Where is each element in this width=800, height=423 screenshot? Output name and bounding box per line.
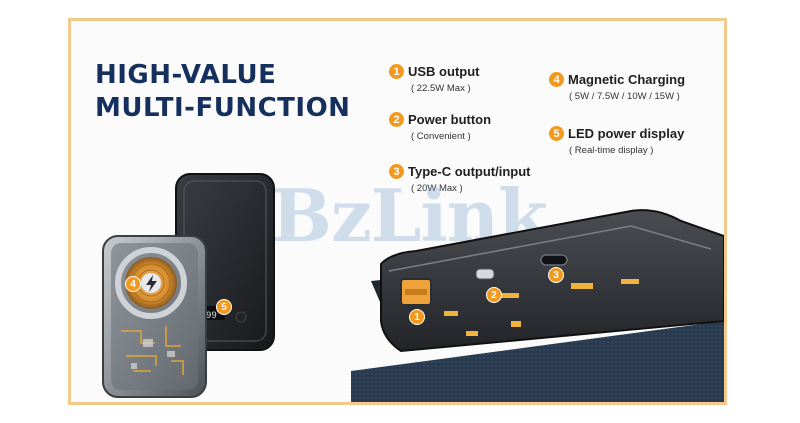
usb-c-port (540, 254, 568, 266)
feature-desc: ( Real-time display ) (569, 145, 654, 156)
number-badge-1: 1 (389, 64, 404, 79)
feature-power-button: 2 Power button ( Convenient ) (389, 112, 491, 142)
number-badge-2: 2 (389, 112, 404, 127)
lightning-icon (146, 275, 157, 292)
number-badge-5: 5 (549, 126, 564, 141)
number-badge-4: 4 (549, 72, 564, 87)
led-button (235, 311, 247, 323)
feature-title: Type-C output/input (408, 164, 531, 179)
feature-title: USB output (408, 64, 480, 79)
marker-3: 3 (548, 267, 564, 283)
headline-line-2: MULTI-FUNCTION (95, 93, 351, 123)
power-button (475, 268, 495, 280)
feature-desc: ( 5W / 7.5W / 10W / 15W ) (569, 91, 680, 102)
feature-title: Power button (408, 112, 492, 127)
marker-1: 1 (409, 309, 425, 325)
marker-4: 4 (125, 276, 141, 292)
feature-title: Magnetic Charging (568, 72, 686, 87)
feature-desc: ( 22.5W Max ) (411, 83, 471, 94)
feature-title: LED power display (568, 126, 685, 141)
headline: HIGH-VALUE MULTI-FUNCTION (95, 59, 350, 125)
marker-5: 5 (216, 299, 232, 315)
internal-components (444, 279, 639, 336)
feature-type-c: 3 Type-C output/input ( 20W Max ) (389, 164, 531, 194)
marker-2: 2 (486, 287, 502, 303)
product-banner: HIGH-VALUE MULTI-FUNCTION 1 USB output (… (68, 18, 727, 405)
feature-desc: ( Convenient ) (411, 131, 471, 142)
surface-fabric (351, 321, 724, 402)
product-illustration: 99 (102, 173, 724, 402)
feature-led-display: 5 LED power display ( Real-time display … (549, 126, 684, 156)
magnetic-ring (115, 247, 187, 319)
led-display-reading: 99 (206, 311, 217, 321)
feature-magnetic-charging: 4 Magnetic Charging ( 5W / 7.5W / 10W / … (549, 72, 685, 102)
feature-usb-output: 1 USB output ( 22.5W Max ) (389, 64, 479, 94)
headline-line-1: HIGH-VALUE (95, 60, 277, 90)
number-badge-3: 3 (389, 164, 404, 179)
feature-desc: ( 20W Max ) (411, 183, 463, 194)
